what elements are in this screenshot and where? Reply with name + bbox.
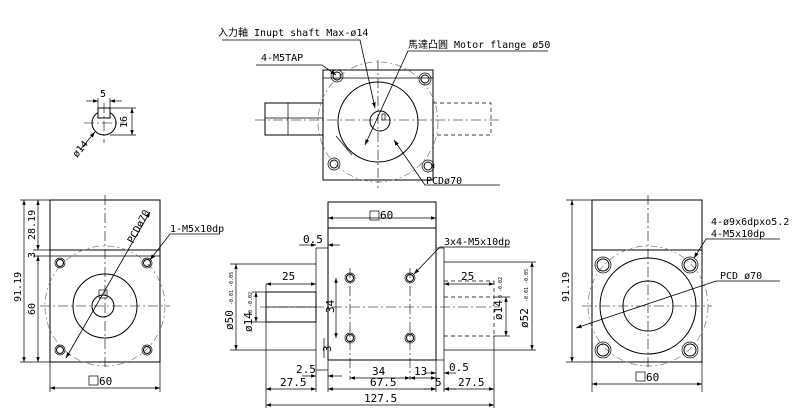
right-sq60-label: 60 [646,371,659,384]
front-view: 60 0.5 3x4-M5x10dp 25 25 34 3 ø50 -0.01 … [223,201,536,408]
front-dia52-tol: -0.01 -0.05 [524,269,530,302]
input-shaft-label: 入力軸 Inupt shaft Max-ø14 [218,26,368,39]
front-body [327,227,437,361]
right-pcd-label: PCD ø70 [720,271,762,282]
right-corner-holes [594,256,699,359]
front-0-5b-label: 0.5 [449,361,469,374]
front-dia14-tol: 0 -0.02 [248,292,254,313]
front-5-label: 5 [435,376,442,389]
front-dia14r-label: ø14 [492,300,505,320]
front-127-5-label: 127.5 [364,392,397,405]
front-holes [344,272,416,344]
right-holes-label: 4-ø9x6dpxo5.2 [711,217,789,228]
front-34v-label: 34 [324,299,337,313]
tap-top-label: 4-M5TAP [261,53,303,64]
front-dia52-label: ø52 [518,308,531,328]
front-dia14-label: ø14 [242,312,255,332]
front-3v-label: 3 [321,345,334,352]
left-view: 28.19 3 91.19 60 PCDø70 1-M5x10dp 60 [13,195,224,392]
left-pcd-label: PCDø70 [126,208,153,245]
top-bore [369,110,391,132]
front-25a-label: 25 [282,270,295,283]
front-0-5-label: 0.5 [303,233,323,246]
top-input-shaft [264,102,324,136]
front-dia50-label: ø50 [223,310,236,330]
motor-flange-label: 馬達凸圓 Motor flange ø50 [408,39,550,51]
key-width-label: 5 [100,89,106,100]
pcd-top-label: PCDø70 [426,176,462,187]
key-depth-label: 16 [119,116,130,128]
key-dia-label: ø14 [71,139,91,160]
right-91-19-label: 91.19 [561,272,572,302]
front-25b-label: 25 [461,270,474,283]
left-3: 3 [27,252,38,258]
front-27-5b-label: 27.5 [458,376,485,389]
right-m5-label: 4-M5x10dp [711,229,765,240]
front-sq60-label: 60 [380,209,393,222]
front-67-5-label: 67.5 [370,376,397,389]
left-sq60-label: 60 [99,375,112,388]
front-34h-label: 34 [372,365,386,378]
left-28-19: 28.19 [27,210,38,240]
right-view: 4-ø9x6dpxo5.2 4-M5x10dp PCD ø70 91.19 60 [561,195,789,392]
left-m5-label: 1-M5x10dp [170,224,224,235]
top-tap-holes [327,69,435,173]
front-dia14r-tol: 0 -0.02 [498,277,504,298]
left-60v: 60 [27,303,38,315]
front-13-label: 13 [414,365,427,378]
top-view: 入力軸 Inupt shaft Max-ø14 馬達凸圓 Motor flang… [218,26,550,188]
front-dia50-tol: -0.01 -0.05 [229,272,235,305]
front-27-5a-label: 27.5 [280,376,307,389]
keyway-detail: 5 16 ø14 [71,89,136,160]
left-91-19: 91.19 [13,272,24,302]
front-3x4-label: 3x4-M5x10dp [444,237,510,248]
front-2-5-label: 2.5 [296,363,316,376]
